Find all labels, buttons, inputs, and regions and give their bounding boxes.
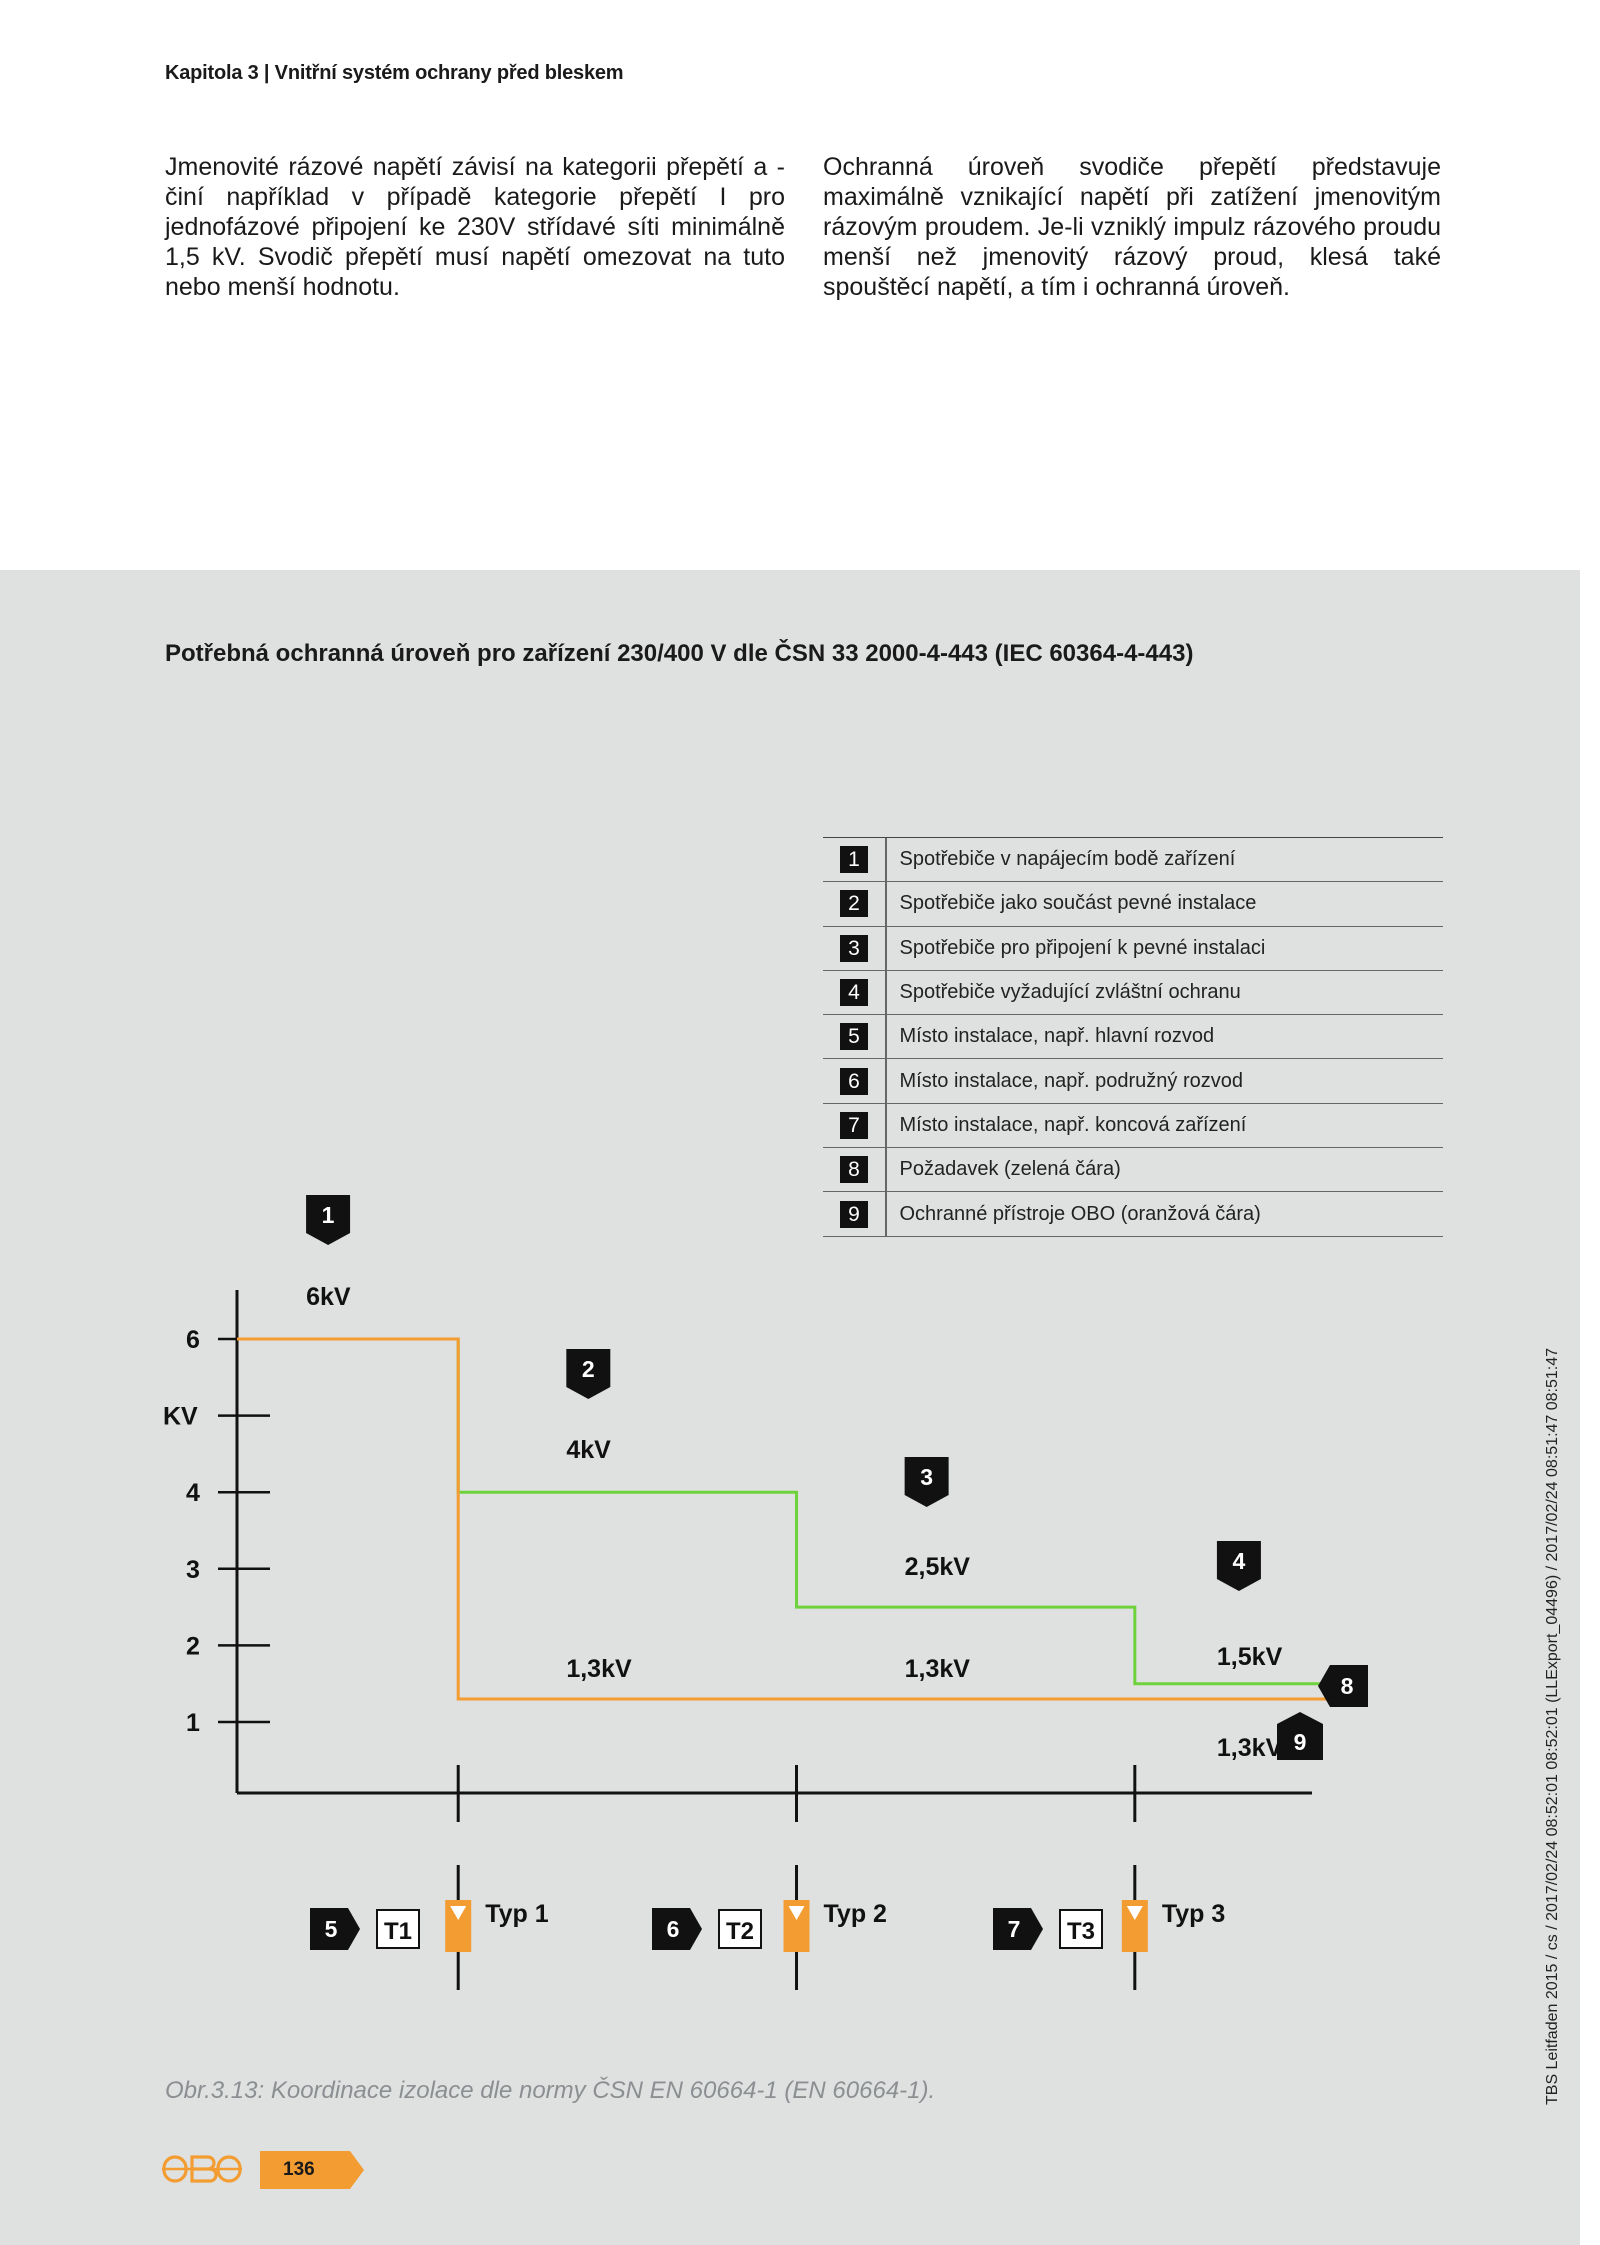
legend-number: 4 [840,979,868,1007]
legend-label: Místo instalace, např. hlavní rozvod [899,1025,1215,1048]
device-type-label: Typ 2 [824,1900,887,1928]
legend-label: Ochranné přístroje OBO (oranžová čára) [899,1202,1261,1225]
category-marker-3 [904,1457,949,1507]
legend-number: 9 [840,1200,868,1228]
legend-label: Požadavek (zelená čára) [899,1158,1121,1181]
category-marker-3-label: 3 [920,1464,933,1490]
legend-label: Spotřebiče jako součást pevné instalace [899,892,1257,915]
legend-item: 2 Spotřebiče jako součást pevné instalac… [823,882,1443,927]
legend-number: 7 [840,1111,868,1139]
body-paragraph-right: Ochranná úroveň svodiče přepětí představ… [823,153,1441,301]
device-tag: T1 [384,1918,412,1945]
end-marker-9 [1277,1712,1323,1760]
legend-number: 3 [840,934,868,962]
figure-caption: Obr.3.13: Koordinace izolace dle normy Č… [165,2077,936,2104]
end-marker-9-label: 9 [1294,1729,1307,1755]
legend-number: 1 [840,846,868,874]
figure-legend: 1 Spotřebiče v napájecím bodě zařízení 2… [823,837,1443,1237]
legend-item: 3 Spotřebiče pro připojení k pevné insta… [823,926,1443,971]
device-tag-box [1059,1909,1103,1949]
legend-item: 7 Místo instalace, např. koncová zařízen… [823,1103,1443,1149]
page-number-tab [260,2151,364,2189]
legend-label: Spotřebiče v napájecím bodě zařízení [899,848,1236,871]
category-marker-2 [566,1349,611,1399]
legend-number: 6 [840,1067,868,1095]
y-tick-label: 2 [186,1632,200,1660]
page-number: 136 [283,2159,315,2180]
legend-item: 6 Místo instalace, např. podružný rozvod [823,1059,1443,1104]
device-marker-5 [310,1908,360,1950]
figure-panel [0,570,1580,2245]
device-marker-7-label: 7 [1008,1916,1021,1942]
legend-item: 1 Spotřebiče v napájecím bodě zařízení [823,838,1443,883]
y-axis-label: KV [163,1403,198,1431]
legend-label: Spotřebiče pro připojení k pevné instala… [899,936,1266,959]
device-marker-7 [993,1908,1043,1950]
figure-title: Potřebná ochranná úroveň pro zařízení 23… [165,640,1194,667]
print-metadata-note: TBS Leitfaden 2015 / cs / 2017/02/24 08:… [1544,1347,1561,2105]
legend-label: Spotřebiče vyžadující zvláštní ochranu [899,981,1241,1004]
obo-logo [162,2155,242,2183]
chapter-header: Kapitola 3 | Vnitřní systém ochrany před… [165,62,624,84]
category-voltage-label: 2,5kV [905,1553,971,1581]
category-marker-4 [1216,1541,1261,1591]
legend-item: 5 Místo instalace, např. hlavní rozvod [823,1015,1443,1060]
body-paragraph-left: Jmenovité rázové napětí závisí na katego… [165,153,785,301]
y-tick-label: 4 [186,1479,200,1507]
arrester-arrow-icon [450,1906,467,1920]
legend-number: 5 [840,1023,868,1051]
device-tag-box [376,1909,420,1949]
end-marker-8-label: 8 [1341,1673,1354,1699]
legend-item: 4 Spotřebiče vyžadující zvláštní ochranu [823,970,1443,1016]
protection-voltage-label: 1,3kV [905,1655,971,1683]
legend-number: 2 [840,890,868,918]
device-tag-box [718,1909,762,1949]
device-type-label: Typ 1 [485,1900,549,1928]
end-marker-8 [1318,1665,1368,1707]
y-tick-label: 3 [186,1556,200,1584]
category-voltage-label: 6kV [306,1283,351,1311]
legend-item: 8 Požadavek (zelená čára) [823,1148,1443,1193]
legend-label: Místo instalace, např. podružný rozvod [899,1069,1244,1092]
arrester-arrow-icon [788,1906,805,1920]
legend-number: 8 [840,1156,868,1184]
category-marker-1-label: 1 [322,1202,335,1228]
protection-voltage-label: 1,3kV [566,1655,632,1683]
device-marker-6-label: 6 [667,1916,680,1942]
device-tag: T2 [726,1918,754,1945]
category-voltage-label: 1,5kV [1217,1643,1283,1671]
protection-voltage-label: 1,3kV [1217,1734,1283,1762]
requirement-line [237,1337,1330,1686]
device-marker-6 [652,1908,702,1950]
protection-line [237,1337,1330,1701]
device-tag: T3 [1067,1918,1095,1945]
category-marker-4-label: 4 [1233,1548,1246,1574]
arrester-arrow-icon [1126,1906,1143,1920]
category-marker-2-label: 2 [582,1356,595,1382]
y-tick-label: 6 [186,1326,200,1354]
legend-label: Místo instalace, např. koncová zařízení [899,1113,1247,1136]
legend-item: 9 Ochranné přístroje OBO (oranžová čára) [823,1192,1443,1237]
y-tick-label: 1 [186,1709,200,1737]
category-voltage-label: 4kV [566,1436,611,1464]
device-marker-5-label: 5 [325,1916,338,1942]
device-type-label: Typ 3 [1162,1900,1225,1928]
category-marker-1 [306,1195,351,1245]
